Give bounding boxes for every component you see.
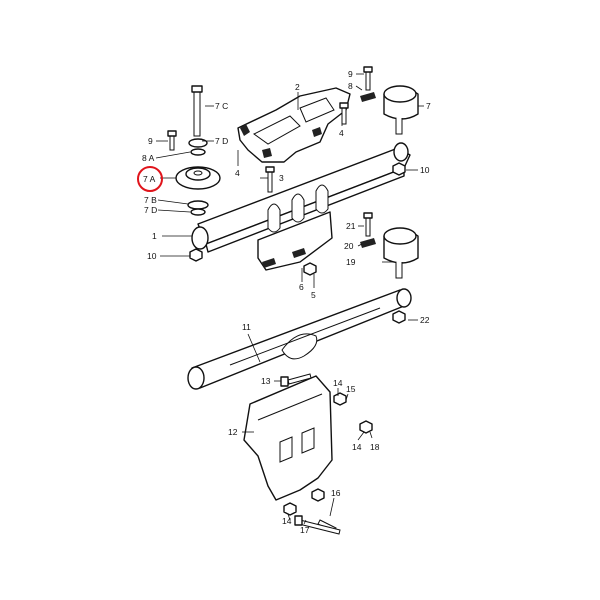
rubber-bushing-7a [175, 138, 221, 216]
label-14b: 14 [352, 442, 362, 452]
engine-mount-upper [383, 85, 419, 135]
support-bracket [243, 375, 333, 501]
label-6: 6 [299, 282, 304, 292]
label-22: 22 [420, 315, 430, 325]
label-2: 2 [295, 82, 300, 92]
label-5: 5 [311, 290, 316, 300]
bolts [167, 66, 373, 535]
label-4a: 4 [235, 168, 240, 178]
highlight-circle [137, 166, 163, 192]
label-12: 12 [228, 427, 238, 437]
label-10a: 10 [147, 251, 157, 261]
label-19: 19 [346, 257, 356, 267]
label-13: 13 [261, 376, 271, 386]
label-3: 3 [279, 173, 284, 183]
engine-mount-lower [383, 227, 419, 279]
label-7d-top: 7 D [215, 136, 228, 146]
transmission-carrier [237, 87, 351, 163]
label-16: 16 [331, 488, 341, 498]
label-18: 18 [370, 442, 380, 452]
label-4b: 4 [339, 128, 344, 138]
label-14c: 14 [282, 516, 292, 526]
label-21: 21 [346, 221, 356, 231]
upper-crossmember [191, 142, 411, 271]
label-9b: 9 [348, 69, 353, 79]
label-1: 1 [152, 231, 157, 241]
nuts [189, 92, 406, 516]
lower-crossmember [187, 288, 412, 390]
label-7b: 7 B [144, 195, 157, 205]
label-20: 20 [344, 241, 354, 251]
label-9a: 9 [148, 136, 153, 146]
label-10b: 10 [420, 165, 430, 175]
label-7c: 7 C [215, 101, 228, 111]
label-8a: 8 A [142, 153, 155, 163]
part-labels: 1 2 3 4 4 5 6 7 7 A 7 B 7 C 7 D 7 D 8 A … [142, 69, 431, 535]
leader-lines [155, 73, 424, 525]
label-14a: 14 [333, 378, 343, 388]
label-8: 8 [348, 81, 353, 91]
label-7a: 7 A [143, 174, 156, 184]
label-7d-bottom: 7 D [144, 205, 157, 215]
label-7: 7 [426, 101, 431, 111]
label-17: 17 [300, 525, 310, 535]
label-15: 15 [346, 384, 356, 394]
label-11: 11 [242, 322, 251, 332]
